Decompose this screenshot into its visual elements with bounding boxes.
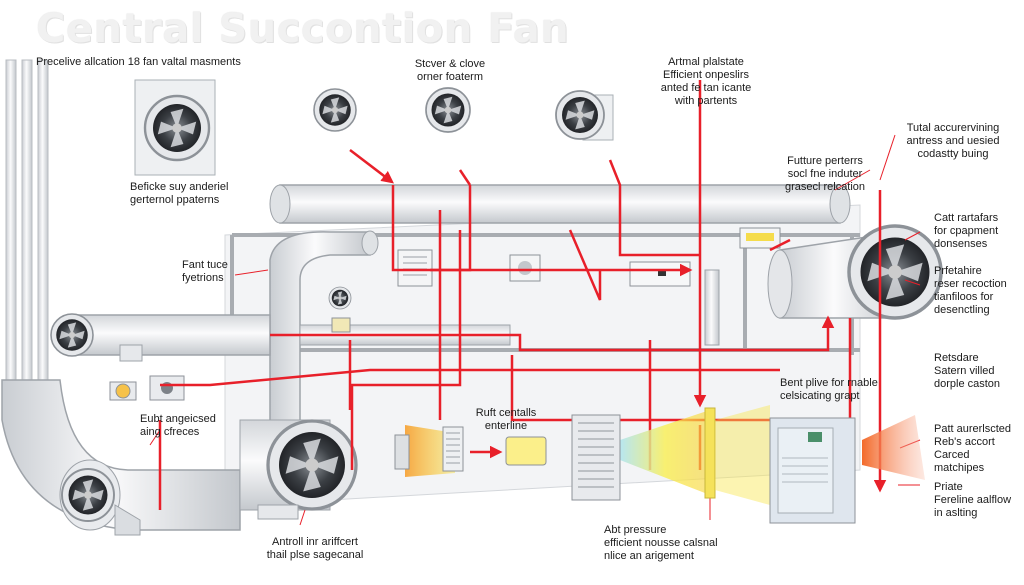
label-top-left: Precelive allcation 18 fan valtal masmen… xyxy=(36,56,241,68)
diagram-title: Central Succontion Fan xyxy=(36,6,570,52)
